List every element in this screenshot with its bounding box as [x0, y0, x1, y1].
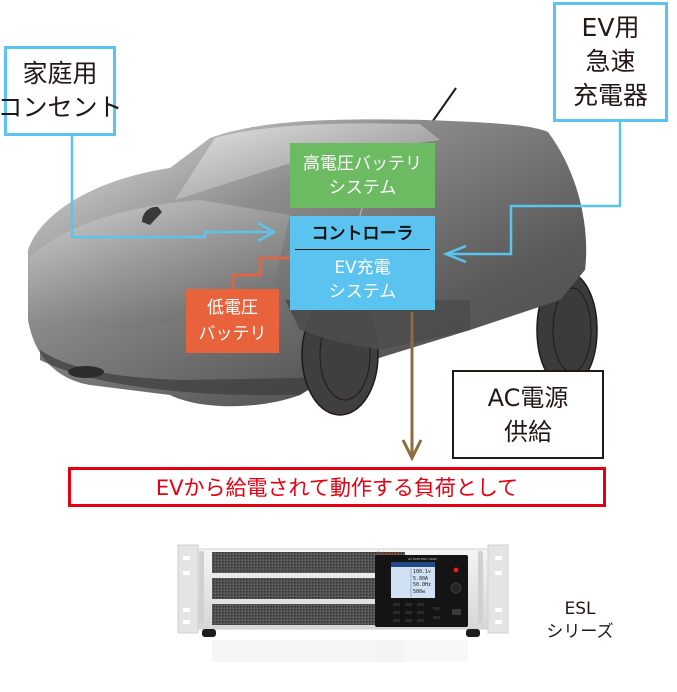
car-mirror: [142, 206, 162, 225]
connector-outlet-to-controller: [70, 134, 270, 239]
vent-grille-1: [212, 552, 405, 573]
product-caption: ESL シリーズ: [546, 599, 614, 642]
node-low-voltage-battery: 低電圧 バッテリ: [186, 289, 279, 353]
lcd-display: [391, 562, 435, 598]
lcd-readings: 100.1v 5.00A 50.0Hz 500w: [413, 569, 432, 595]
brand-label: Matsusada: [377, 551, 399, 556]
arrowhead-outlet: [257, 221, 277, 243]
node-high-voltage-battery: 高電圧バッテリ システム: [290, 143, 435, 208]
connector-controller-to-lv-battery: [231, 256, 290, 292]
rack-ear-right: [487, 544, 509, 634]
panel-label: AC ELECTRIC LOAD: [408, 557, 437, 561]
node-household-outlet: 家庭用 コンセント: [0, 46, 123, 136]
foot-right: [466, 629, 480, 637]
node-ac-supply: AC電源 供給: [452, 370, 604, 459]
arrowhead-load: [401, 439, 423, 462]
vent-grille-2: [212, 578, 405, 599]
connector-charger-to-controller: [446, 120, 622, 256]
handle-left: [199, 551, 204, 623]
node-controller: コントローラ EV充電 システム: [290, 216, 435, 310]
controller-title: コントローラ: [295, 223, 430, 250]
load-banner: EVから給電されて動作する負荷として: [68, 467, 606, 507]
handle-right: [478, 551, 483, 623]
node-ev-fast-charger: EV用 急速 充電器: [553, 2, 668, 122]
foot-left: [202, 629, 216, 637]
power-switch: [452, 609, 461, 615]
rotary-knob: [450, 582, 462, 594]
esl-series-product-image: [177, 544, 509, 662]
vent-grille-3: [212, 604, 405, 625]
product-reflection: [212, 640, 405, 662]
arrowhead-charger: [442, 244, 467, 264]
power-led: [453, 567, 459, 573]
